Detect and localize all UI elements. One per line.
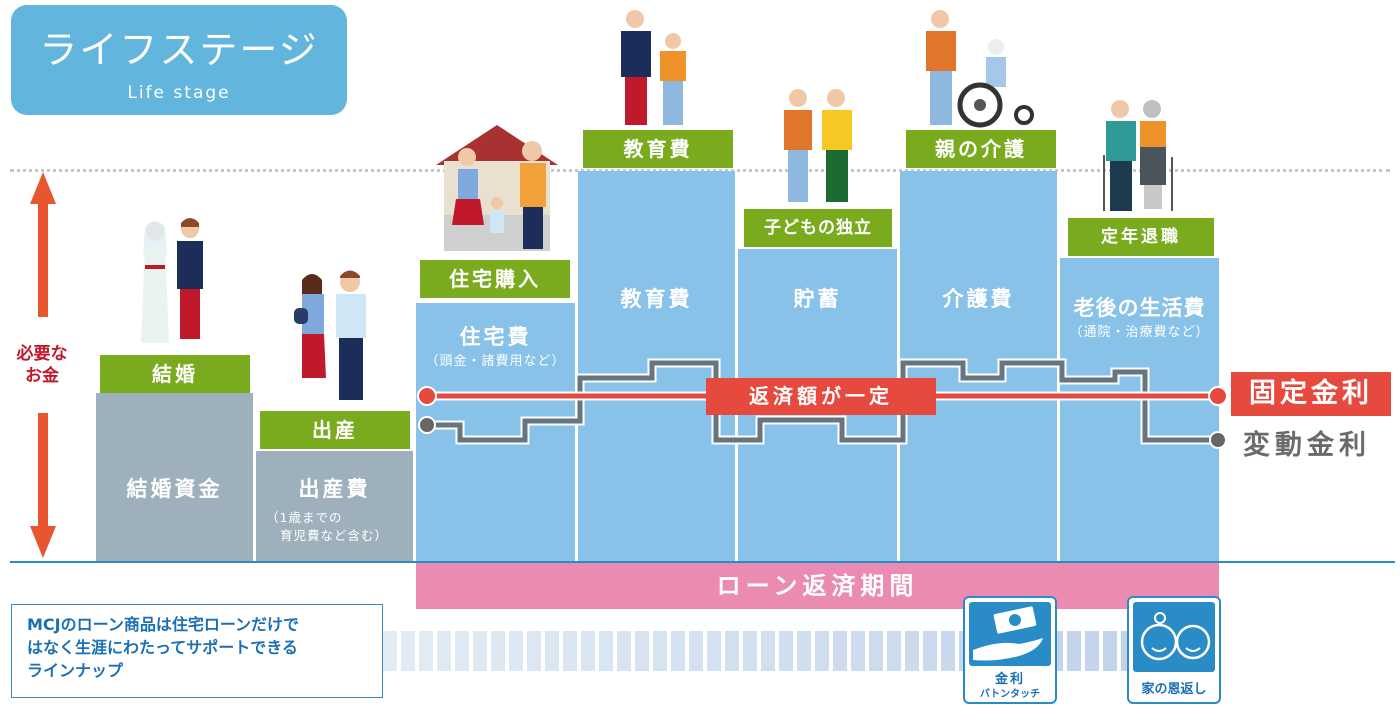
event-label-birth: 出産	[260, 411, 410, 449]
note-line3: ラインナップ	[27, 661, 124, 680]
max-level-dotted-line	[10, 169, 1390, 172]
column-title: 結婚資金	[126, 477, 223, 501]
lineup-note-box: MCJのローン商品は住宅ローンだけで はなく生涯にわたってサポートできる ライン…	[11, 604, 383, 698]
subtitle-line2: 育児費など含む）	[280, 528, 389, 543]
column-wedding-cost: 結婚資金	[96, 393, 253, 561]
column-title: 介護費	[942, 287, 1015, 311]
column-subtitle: （通院・治療費など）	[1069, 325, 1210, 340]
stripe	[491, 631, 505, 671]
stripe	[599, 631, 613, 671]
variable-rate-label: 変動金利	[1243, 430, 1371, 461]
stripe	[707, 631, 721, 671]
note-line2: はなく生涯にわたってサポートできる	[27, 638, 298, 657]
subtitle-line1: （1歳までの	[266, 510, 343, 525]
bride-groom-figure	[141, 218, 203, 343]
fixed-rate-start-dot	[417, 386, 437, 406]
stripe	[419, 631, 433, 671]
stripe	[1103, 631, 1117, 671]
lifetime-support-stripes	[383, 631, 1213, 671]
stripe	[473, 631, 487, 671]
stripe	[437, 631, 451, 671]
column-title: 住宅費	[459, 325, 532, 349]
column-subtitle: （頭金・諸費用など）	[425, 354, 566, 369]
family-house-figure	[436, 125, 558, 251]
stripe	[617, 631, 631, 671]
fixed-rate-label: 固定金利	[1231, 372, 1391, 416]
stripe	[509, 631, 523, 671]
product-name: 金利	[994, 672, 1025, 687]
column-title: 貯蓄	[793, 287, 842, 311]
event-label-education: 教育費	[583, 130, 733, 168]
down-arrow-icon	[30, 413, 56, 558]
column-title: 出産費	[298, 477, 371, 501]
title-japanese: ライフステージ	[39, 28, 319, 72]
stripe	[653, 631, 667, 671]
caregiver-wheelchair-figure	[926, 10, 1034, 128]
event-label-child-independence: 子どもの独立	[744, 209, 892, 247]
product-card-rate-baton-touch[interactable]: 金利 バトンタッチ	[963, 596, 1057, 704]
stripe	[725, 631, 739, 671]
baseline	[10, 561, 1395, 563]
money-hand-icon	[969, 602, 1051, 666]
column-title: 教育費	[620, 287, 693, 311]
column-birth-cost: 出産費 （1歳までの 育児費など含む）	[256, 451, 413, 561]
stripe	[815, 631, 829, 671]
column-housing-cost: 住宅費 （頭金・諸費用など）	[416, 303, 575, 561]
elderly-faces-icon	[1133, 602, 1215, 672]
stripe	[869, 631, 883, 671]
stripe	[1085, 631, 1099, 671]
event-label-retirement: 定年退職	[1068, 218, 1214, 256]
variable-rate-line	[427, 360, 1218, 443]
event-label-house-purchase: 住宅購入	[420, 260, 570, 298]
stripe	[563, 631, 577, 671]
parents-baby-figure	[294, 270, 366, 400]
stripe	[797, 631, 811, 671]
stripe	[671, 631, 685, 671]
stripe	[833, 631, 847, 671]
stripe	[905, 631, 919, 671]
title-badge: ライフステージ Life stage	[11, 5, 347, 115]
axis-label-line1: 必要な	[16, 344, 68, 364]
stripe	[455, 631, 469, 671]
stripe	[383, 631, 397, 671]
stripe	[545, 631, 559, 671]
stripe	[401, 631, 415, 671]
stripe	[689, 631, 703, 671]
stripe	[635, 631, 649, 671]
stripe	[1067, 631, 1081, 671]
variable-rate-start-dot	[418, 416, 436, 434]
column-subtitle: （1歳までの 育児費など含む）	[256, 509, 413, 545]
up-arrow-icon	[30, 172, 56, 317]
stripe	[761, 631, 775, 671]
required-money-label: 必要な お金	[4, 343, 80, 387]
product-name-sub: バトンタッチ	[979, 689, 1041, 700]
variable-rate-end-dot	[1209, 431, 1227, 449]
fixed-rate-end-dot	[1208, 386, 1228, 406]
event-label-parent-care: 親の介護	[906, 130, 1056, 168]
event-label-marriage: 結婚	[100, 355, 250, 393]
father-student-figure	[621, 10, 686, 125]
elderly-couple-figure	[1103, 100, 1173, 211]
title-english: Life stage	[127, 83, 231, 103]
axis-label-line2: お金	[25, 366, 59, 386]
stripe	[851, 631, 865, 671]
loan-repayment-period-bar: ローン返済期間	[416, 563, 1219, 609]
stripe	[941, 631, 955, 671]
stripe	[581, 631, 595, 671]
stripe	[743, 631, 757, 671]
stripe	[527, 631, 541, 671]
stripe	[923, 631, 937, 671]
note-line1: MCJのローン商品は住宅ローンだけで	[27, 615, 300, 634]
product-card-house-payback[interactable]: 家の恩返し	[1127, 596, 1221, 704]
column-title: 老後の生活費	[1073, 296, 1206, 320]
constant-repayment-label: 返済額が一定	[706, 378, 936, 415]
two-men-figure	[784, 89, 852, 202]
stripe	[779, 631, 793, 671]
column-retirement-cost: 老後の生活費 （通院・治療費など）	[1060, 258, 1219, 561]
stripe	[887, 631, 901, 671]
product-name: 家の恩返し	[1141, 682, 1207, 697]
